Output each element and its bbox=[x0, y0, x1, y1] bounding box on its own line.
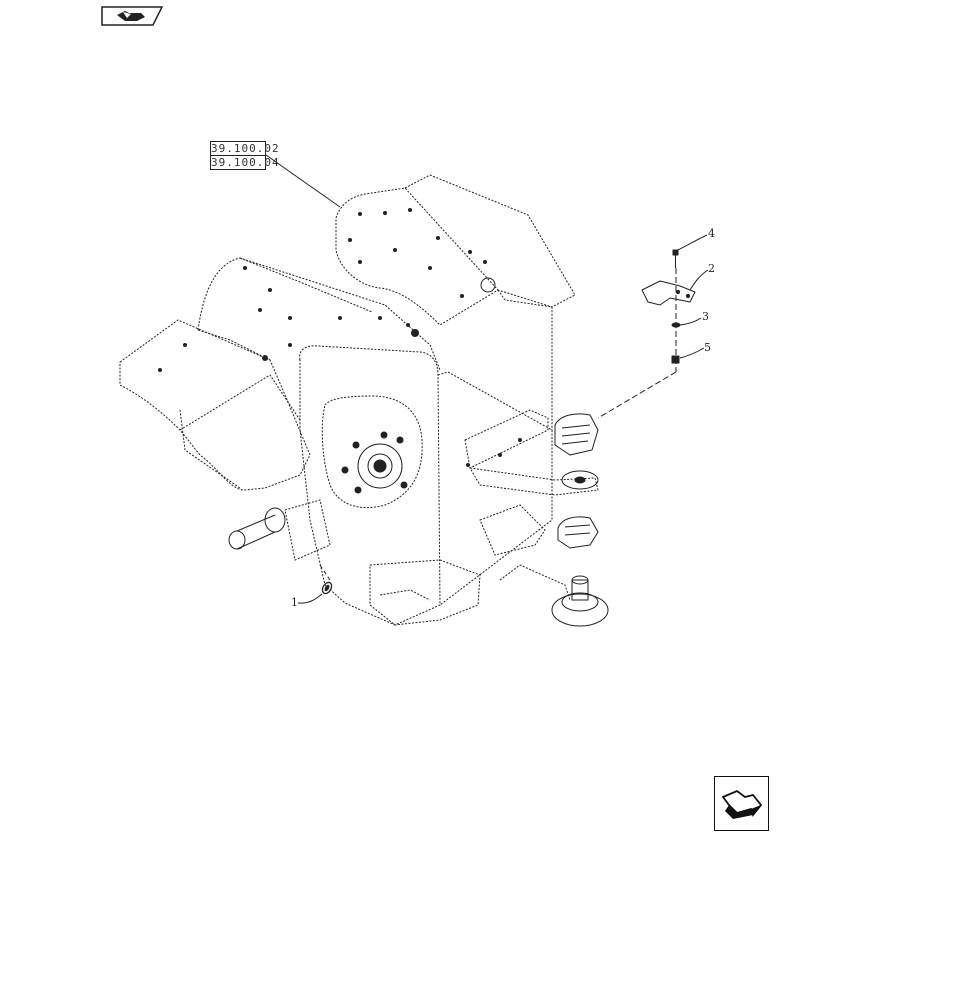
right-arm-assembly bbox=[464, 409, 599, 601]
reference-link-1[interactable]: 39.100.02 bbox=[211, 142, 280, 155]
swivel-hub bbox=[551, 575, 609, 627]
next-button[interactable] bbox=[714, 776, 769, 831]
reference-box: 39.100.02 39.100.04 bbox=[210, 141, 280, 170]
callout-1: 1 bbox=[291, 596, 298, 609]
callout-leaders bbox=[297, 234, 709, 604]
side-shroud bbox=[119, 319, 311, 491]
reference-link-2[interactable]: 39.100.04 bbox=[211, 155, 280, 169]
input-shaft bbox=[228, 499, 331, 561]
reference-leader-line bbox=[265, 154, 341, 208]
middle-pivot bbox=[561, 470, 599, 490]
callout-3: 3 bbox=[702, 310, 709, 323]
left-housing bbox=[197, 257, 441, 371]
callout-5: 5 bbox=[704, 341, 711, 354]
lower-base bbox=[369, 559, 481, 626]
lower-pivot bbox=[557, 516, 599, 549]
plug-axis-line bbox=[319, 564, 331, 581]
back-arrow-icon bbox=[101, 6, 164, 26]
callout-4: 4 bbox=[708, 227, 715, 240]
next-arrow-icon bbox=[721, 789, 763, 819]
front-flange bbox=[321, 395, 423, 509]
plug-part-1 bbox=[321, 581, 333, 595]
upper-pivot bbox=[554, 413, 599, 456]
bracket-part-2 bbox=[641, 280, 696, 306]
assembly-axis-line-2 bbox=[597, 371, 677, 419]
back-button[interactable] bbox=[101, 6, 164, 26]
bolt-part-4 bbox=[672, 249, 679, 268]
callout-2: 2 bbox=[708, 262, 715, 275]
frame-holes bbox=[158, 208, 522, 467]
front-plate bbox=[299, 345, 553, 626]
rear-housing bbox=[335, 174, 576, 430]
